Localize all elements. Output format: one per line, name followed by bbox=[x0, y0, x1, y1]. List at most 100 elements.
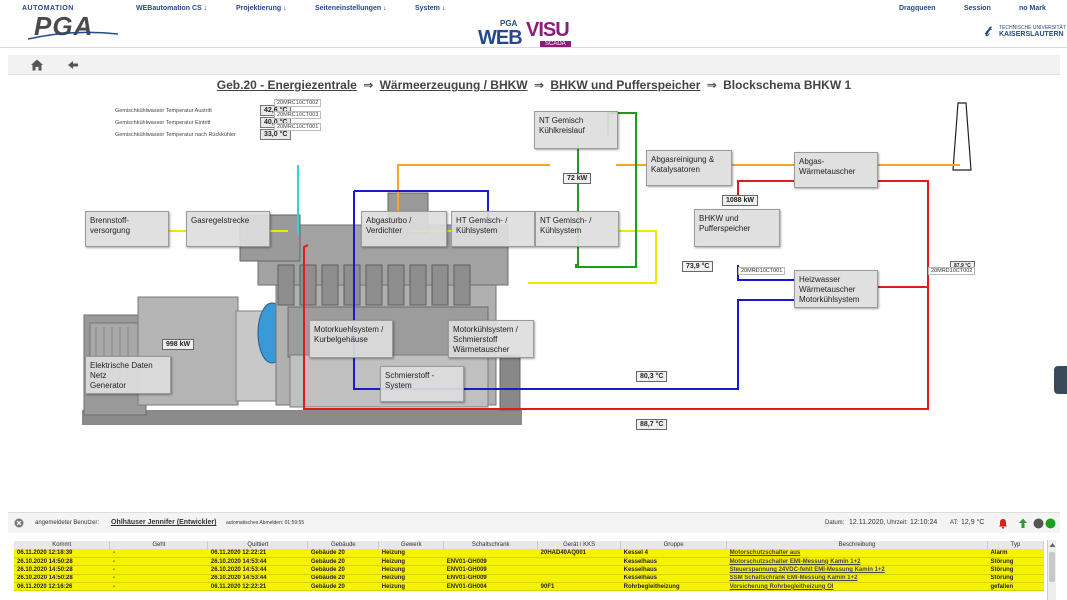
ambient-temp-value: 12,9 °C bbox=[961, 519, 985, 526]
cell-gewerk: Heizung bbox=[378, 565, 444, 575]
cell-kommt: 06.11.2020 12:18:39 bbox=[14, 549, 110, 558]
pga-logo[interactable]: AUTOMATION PGA bbox=[18, 5, 118, 43]
scrollbar-thumb[interactable] bbox=[1049, 552, 1055, 582]
node-ht-gemisch[interactable]: HT Gemisch- / Kühlsystem bbox=[451, 211, 535, 247]
alarm-table: Kommt Geht Quittiert Gebäude Gewerk Scha… bbox=[14, 541, 1045, 592]
alarm-table-scrollbar[interactable] bbox=[1047, 540, 1056, 600]
kks-tag-t1: 20MRD10CT001 bbox=[738, 267, 786, 275]
chevron-up-icon[interactable] bbox=[1049, 542, 1056, 548]
breadcrumb-separator: ⇒ bbox=[533, 78, 545, 92]
logged-user-name[interactable]: Ohlhäuser Jennifer (Entwickler) bbox=[111, 519, 217, 526]
nav-projektierung[interactable]: Projektierung ↓ bbox=[236, 5, 287, 12]
cell-typ: gefallen bbox=[987, 582, 1044, 592]
cell-schaltschrank bbox=[443, 549, 538, 558]
nav-webautomation[interactable]: WEBautomation CS ↓ bbox=[136, 5, 208, 12]
time-label: Uhrzeit: bbox=[887, 520, 908, 526]
node-elektrische-daten[interactable]: Elektrische Daten Netz Generator bbox=[85, 356, 171, 394]
breadcrumb-waermeerzeugung[interactable]: Wärmeerzeugung / BHKW bbox=[379, 78, 528, 92]
bell-icon[interactable] bbox=[998, 518, 1008, 529]
sensor-label-austritt: Gemischkühlwasser Temperatur Austritt bbox=[115, 108, 212, 114]
nav-dragqueen[interactable]: Dragqueen bbox=[899, 5, 936, 12]
node-gasregelstrecke[interactable]: Gasregelstrecke bbox=[186, 211, 270, 247]
node-motorkuehl-kurbelgehaeuse[interactable]: Motorkuehlsystem / Kurbelgehäuse bbox=[309, 320, 393, 358]
col-typ[interactable]: Typ bbox=[987, 541, 1045, 549]
block-diagram: Geb.20 - Energiezentrale ⇒ Wärmeerzeugun… bbox=[8, 75, 1060, 505]
node-nt-kuehlkreislauf[interactable]: NT Gemisch Kühlkreislauf bbox=[534, 111, 618, 149]
node-abgasreinigung[interactable]: Abgasreinigung & Katalysatoren bbox=[646, 150, 732, 186]
table-row[interactable]: 26.10.2020 14:50:28 - 26.10.2020 14:53:4… bbox=[14, 557, 1044, 567]
table-row[interactable]: 06.11.2020 12:16:26 - 06.11.2020 12:22:2… bbox=[14, 582, 1044, 592]
nav-system[interactable]: System ↓ bbox=[415, 5, 446, 12]
side-panel-toggle[interactable] bbox=[1054, 366, 1067, 394]
breadcrumb-separator: ⇒ bbox=[363, 78, 374, 92]
node-motorkuehl-schmierstoff[interactable]: Motorkühlsystem / Schmierstoff Wärmetaus… bbox=[448, 320, 534, 358]
close-icon[interactable] bbox=[14, 518, 24, 528]
webvisu-scada-text: SCADA bbox=[540, 41, 571, 47]
node-heizwasser-waermetauscher[interactable]: Heizwasser Wärmetauscher Motorkühlsystem bbox=[794, 270, 878, 308]
col-kommt[interactable]: Kommt bbox=[14, 541, 111, 549]
cell-kommt: 26.10.2020 14:50:28 bbox=[14, 565, 110, 575]
webvisu-logo: PGA WEB VISU SCADA bbox=[478, 19, 590, 49]
node-line: Abgasturbo / bbox=[366, 216, 412, 225]
breadcrumb-bhkw-puffer[interactable]: BHKW und Pufferspeicher bbox=[550, 78, 701, 92]
webvisu-pga-text: PGA bbox=[500, 19, 518, 28]
table-row[interactable]: 26.10.2020 14:50:28 - 26.10.2020 14:53:4… bbox=[14, 565, 1044, 575]
date-label: Datum: bbox=[825, 520, 845, 526]
nav-session[interactable]: Session bbox=[964, 5, 991, 12]
cell-beschreibung[interactable]: Motorschutzschalter aus bbox=[726, 549, 988, 558]
col-geraet-kks[interactable]: Gerät / KKS bbox=[537, 541, 622, 549]
cell-beschreibung[interactable]: Steuerspannung 24VDC-fehlt EMI-Messung K… bbox=[726, 565, 988, 575]
node-abgasturbo[interactable]: Abgasturbo / Verdichter bbox=[361, 211, 447, 247]
cell-gebaeude: Gebäude 20 bbox=[307, 565, 379, 575]
node-line: Abgas- bbox=[799, 157, 825, 166]
cell-typ: Störung bbox=[987, 565, 1044, 575]
measure-temp-887: 88,7 °C bbox=[636, 419, 668, 430]
cell-beschreibung[interactable]: Motorschutzschalter EMI-Messung Kamin 1+… bbox=[726, 557, 988, 567]
node-line: Schmierstoff bbox=[453, 335, 498, 344]
cell-quittiert: 26.10.2020 14:53:44 bbox=[207, 565, 308, 575]
cell-gruppe: Kesselhaus bbox=[620, 565, 727, 575]
col-geht[interactable]: Geht bbox=[109, 541, 209, 549]
home-icon[interactable] bbox=[30, 58, 44, 72]
tu-logo-line1: TECHNISCHE UNIVERSITÄT bbox=[999, 25, 1066, 31]
node-schmierstoff-system[interactable]: Schmierstoff - System bbox=[380, 366, 464, 402]
node-line: Motorkühlsystem / bbox=[453, 325, 518, 334]
node-line: Pufferspeicher bbox=[699, 224, 751, 233]
breadcrumb-root[interactable]: Geb.20 - Energiezentrale bbox=[216, 78, 357, 92]
cell-beschreibung[interactable]: SSM Schaltschrank EMI-Messung Kamin 1+2 bbox=[726, 574, 988, 584]
nav-no-mark[interactable]: no Mark bbox=[1019, 5, 1046, 12]
col-gewerk[interactable]: Gewerk bbox=[378, 541, 445, 549]
col-gruppe[interactable]: Gruppe bbox=[620, 541, 728, 549]
node-line: Wärmetauscher bbox=[453, 345, 510, 354]
node-brennstoffversorgung[interactable]: Brennstoff- versorgung bbox=[85, 211, 169, 247]
node-bhkw-pufferspeicher[interactable]: BHKW und Pufferspeicher bbox=[694, 209, 780, 247]
time-value: 12:10:24 bbox=[910, 519, 938, 526]
cell-typ: Störung bbox=[987, 557, 1044, 567]
date-value: 12.11.2020, bbox=[849, 519, 886, 526]
node-line: Verdichter bbox=[366, 226, 403, 235]
table-row[interactable]: 06.11.2020 12:18:39 - 06.11.2020 12:22:2… bbox=[14, 549, 1044, 558]
arrow-left-icon[interactable] bbox=[66, 58, 80, 72]
cell-gruppe: Kesselhaus bbox=[620, 574, 727, 584]
cell-geraet-kks bbox=[537, 557, 621, 567]
col-schaltschrank[interactable]: Schaltschrank bbox=[443, 541, 539, 549]
node-line: Abgasreinigung & bbox=[651, 155, 715, 164]
node-line: Katalysatoren bbox=[651, 165, 700, 174]
col-quittiert[interactable]: Quittiert bbox=[207, 541, 309, 549]
node-line: Brennstoff- bbox=[90, 216, 129, 225]
table-row[interactable]: 26.10.2020 14:50:28 - 26.10.2020 14:53:4… bbox=[14, 574, 1044, 584]
col-gebaeude[interactable]: Gebäude bbox=[307, 541, 380, 549]
tu-logo-line2: KAISERSLAUTERN bbox=[999, 31, 1064, 38]
node-nt-gemisch[interactable]: NT Gemisch- / Kühlsystem bbox=[535, 211, 619, 247]
cell-beschreibung[interactable]: Vorsicherung Rohrbegleitheizung Öl bbox=[726, 582, 988, 592]
col-beschreibung[interactable]: Beschreibung bbox=[726, 541, 988, 549]
measure-temp-803: 80,3 °C bbox=[636, 371, 668, 382]
node-abgas-waermetauscher[interactable]: Abgas- Wärmetauscher bbox=[794, 152, 878, 188]
cell-gewerk: Heizung bbox=[378, 574, 444, 584]
arrow-up-icon[interactable] bbox=[1018, 518, 1028, 529]
cell-geraet-kks: 20HAD40AQ001 bbox=[537, 549, 621, 558]
nav-seiteneinstellungen[interactable]: Seiteneinstellungen ↓ bbox=[315, 5, 387, 12]
sensor-label-rueckkuehler: Gemischkühlwasser Temperatur nach Rückkü… bbox=[115, 132, 236, 138]
cell-geht: - bbox=[109, 549, 208, 558]
